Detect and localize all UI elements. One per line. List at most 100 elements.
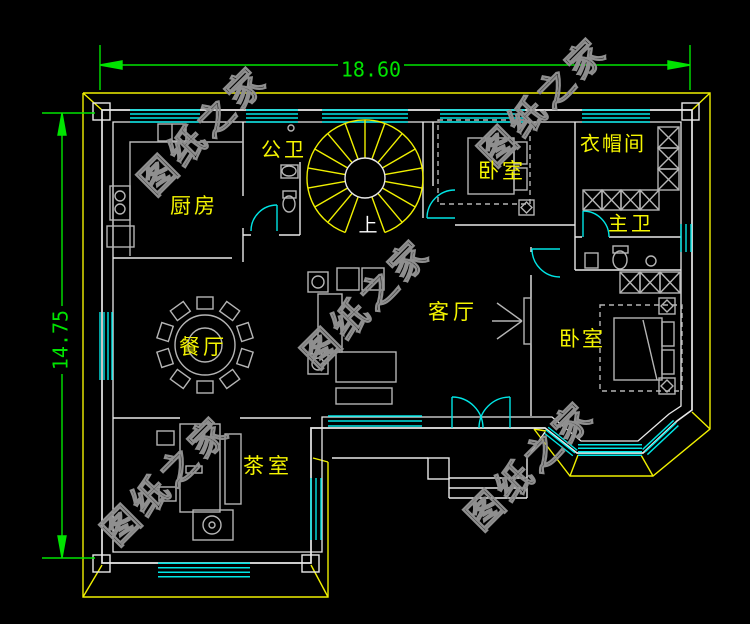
nightstand-diamond: [660, 379, 674, 393]
coffee-table: [335, 351, 397, 383]
eave-corner: [82, 564, 103, 598]
label-kitchen: 厨房: [170, 194, 218, 218]
label-living: 客厅: [428, 300, 478, 324]
spiral-stair-treads: [377, 133, 403, 164]
watermark-text: 图纸之家: [131, 58, 276, 203]
spiral-stair-treads: [307, 180, 346, 189]
mbath-shower: [584, 252, 599, 269]
tea-kettle-center: [208, 521, 216, 529]
spiral-stair-treads: [384, 180, 423, 189]
bed1-pillow: [513, 167, 528, 191]
spiral-stair-outer: [306, 119, 424, 234]
tv-bench: [335, 387, 393, 405]
door-entry-right: [478, 396, 511, 429]
kitchen-stove: [109, 185, 131, 221]
dining-chairs: [196, 380, 214, 394]
cloak-wardrobe-row: [582, 189, 603, 211]
tea-table: [179, 423, 221, 513]
spiral-stair-treads: [327, 192, 353, 223]
dining-chairs: [218, 300, 241, 322]
spiral-stair-treads: [377, 192, 403, 223]
bed2-pillow: [661, 321, 675, 347]
bed1-nightstand: [518, 199, 535, 216]
dining-chairs: [235, 321, 255, 343]
eave-corner: [640, 454, 654, 477]
cloak-wardrobe-col: [657, 126, 680, 149]
door-entry-left: [451, 396, 484, 429]
door-bedroom1: [426, 189, 456, 219]
sofa-side-table: [307, 353, 329, 375]
window-bay-right: [642, 419, 675, 450]
door-master-bath: [582, 210, 610, 238]
dim-arrow: [57, 535, 67, 559]
label-tea-room: 茶室: [243, 454, 293, 478]
stove-burner: [114, 190, 126, 202]
nightstand-diamond: [520, 201, 533, 214]
dining-table-inner: [187, 327, 223, 363]
spiral-stair-treads: [307, 167, 346, 176]
bedroom2-wardrobe: [659, 271, 681, 294]
armchair: [361, 267, 385, 291]
pubbath-basin: [281, 165, 297, 177]
cloak-wardrobe-col: [657, 168, 680, 191]
door-public-bath: [250, 204, 278, 232]
eave-outline-main: [83, 92, 711, 477]
bed2-nightstand: [658, 297, 676, 315]
porch-column: [427, 457, 450, 480]
dim-text-width: 18.60: [341, 58, 401, 82]
spiral-stair-treads: [371, 196, 386, 233]
bed1-mattress: [467, 137, 515, 195]
pubbath-basin-frame: [280, 164, 299, 179]
dim-text-height: 14.75: [49, 310, 73, 370]
bed1-outline: [437, 119, 531, 205]
label-bedroom-right: 卧室: [559, 327, 605, 351]
dining-chairs: [196, 296, 214, 310]
dining-chairs: [235, 347, 255, 369]
cloak-wardrobe-row: [601, 189, 622, 211]
label-cloakroom: 衣帽间: [580, 132, 646, 156]
eave-corner: [310, 564, 329, 598]
mbath-toilet: [612, 250, 628, 270]
eave-corner: [569, 454, 579, 477]
tea-kettle: [202, 515, 222, 535]
spiral-stair-treads: [344, 123, 359, 160]
corner-column: [301, 554, 320, 573]
dining-table-outer: [174, 314, 236, 376]
cloak-wardrobe-row: [639, 189, 660, 211]
window-bay-right: [646, 425, 679, 456]
window-bay-right: [644, 422, 677, 453]
eave-corner: [533, 428, 547, 432]
cloak-wardrobe-col: [657, 147, 680, 170]
tea-stove-table: [192, 509, 234, 541]
label-master-bath: 主卫: [608, 212, 654, 236]
pubbath-drain: [287, 124, 295, 132]
cloak-wardrobe-col: [657, 168, 680, 191]
tv-leader: [496, 302, 523, 322]
tv-panel: [523, 297, 532, 345]
spiral-stair-treads: [384, 167, 423, 176]
watermark-text: 图纸之家: [294, 231, 439, 376]
bedroom2-wardrobe: [659, 271, 681, 294]
eave-corner: [82, 92, 103, 111]
pubbath-toilet: [282, 195, 296, 213]
label-bedroom-top: 卧室: [478, 159, 526, 183]
armchair: [336, 267, 360, 291]
bedroom2-wardrobe: [619, 271, 641, 294]
sofa-side-table-lamp: [311, 275, 325, 289]
spiral-stair-treads: [381, 148, 416, 169]
label-dining: 餐厅: [179, 335, 227, 359]
tea-chair: [156, 430, 175, 446]
sofa-side-table: [307, 271, 329, 293]
bed2-mattress: [613, 317, 663, 381]
tv-leader: [496, 320, 523, 340]
dim-arrow: [99, 60, 123, 70]
sofa-long: [317, 293, 343, 353]
eave-outline-left: [82, 93, 329, 598]
exterior-wall-inner: [112, 121, 682, 553]
tea-chair: [158, 486, 177, 502]
eave-corner: [312, 457, 329, 463]
tea-tray: [185, 465, 203, 474]
dining-chairs: [218, 368, 241, 390]
